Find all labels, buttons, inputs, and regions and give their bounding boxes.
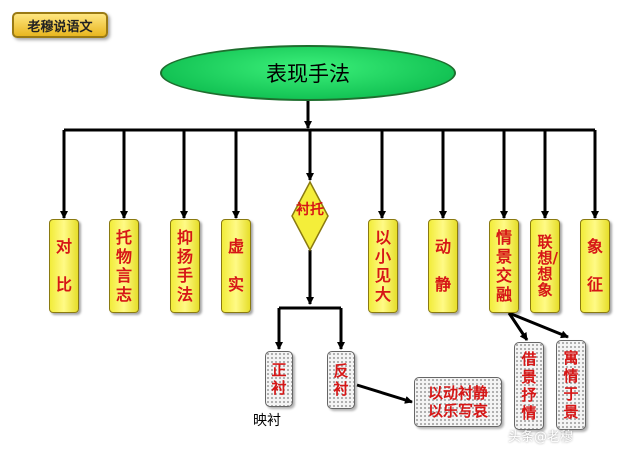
node-yiyang-label: 抑扬手法	[177, 228, 194, 304]
node-yixiao-label: 以小见大	[375, 228, 392, 304]
header-tag: 老穆说语文	[12, 12, 108, 38]
node-xiangzheng-label: 象征	[587, 237, 604, 294]
node-fanchen: 反衬	[327, 351, 355, 409]
node-yuqing: 寓情于景	[556, 340, 586, 430]
node-jiejing: 借景抒情	[514, 342, 544, 430]
node-yuqing-label: 寓情于景	[563, 349, 579, 421]
fanchen-example-line2: 以乐写哀	[427, 402, 488, 420]
node-qingjing-label: 情景交融	[496, 228, 513, 304]
node-tuowu-label: 托物言志	[116, 228, 133, 304]
watermark: 头条@老穆	[508, 430, 574, 445]
node-tuowu: 托物言志	[109, 219, 139, 313]
node-dongjing: 动静	[428, 219, 458, 313]
node-zhengchen: 正衬	[265, 351, 293, 407]
node-duibi-label: 对比	[56, 237, 73, 294]
root-label: 表现手法	[266, 62, 350, 86]
node-lianxiang-label: 联想/想象	[537, 233, 558, 299]
fanchen-example-line1: 以动衬静	[427, 384, 488, 402]
node-jiejing-label: 借景抒情	[521, 350, 537, 422]
zhengchen-note: 映衬	[253, 413, 281, 429]
node-chentuo-label: 衬托	[296, 202, 324, 218]
node-xushi-label: 虚实	[228, 237, 245, 294]
node-zhengchen-label: 正衬	[271, 361, 287, 397]
node-yixiao: 以小见大	[368, 219, 398, 313]
node-xushi: 虚实	[221, 219, 251, 313]
node-dongjing-label: 动静	[435, 237, 452, 294]
node-lianxiang: 联想/想象	[530, 219, 560, 313]
node-qingjing: 情景交融	[489, 219, 519, 313]
node-fanchen-example: 以动衬静 以乐写哀	[414, 377, 502, 427]
root-node: 表现手法	[160, 45, 456, 101]
node-yiyang: 抑扬手法	[170, 219, 200, 313]
node-duibi: 对比	[49, 219, 79, 313]
node-xiangzheng: 象征	[580, 219, 610, 313]
node-fanchen-label: 反衬	[333, 362, 349, 398]
